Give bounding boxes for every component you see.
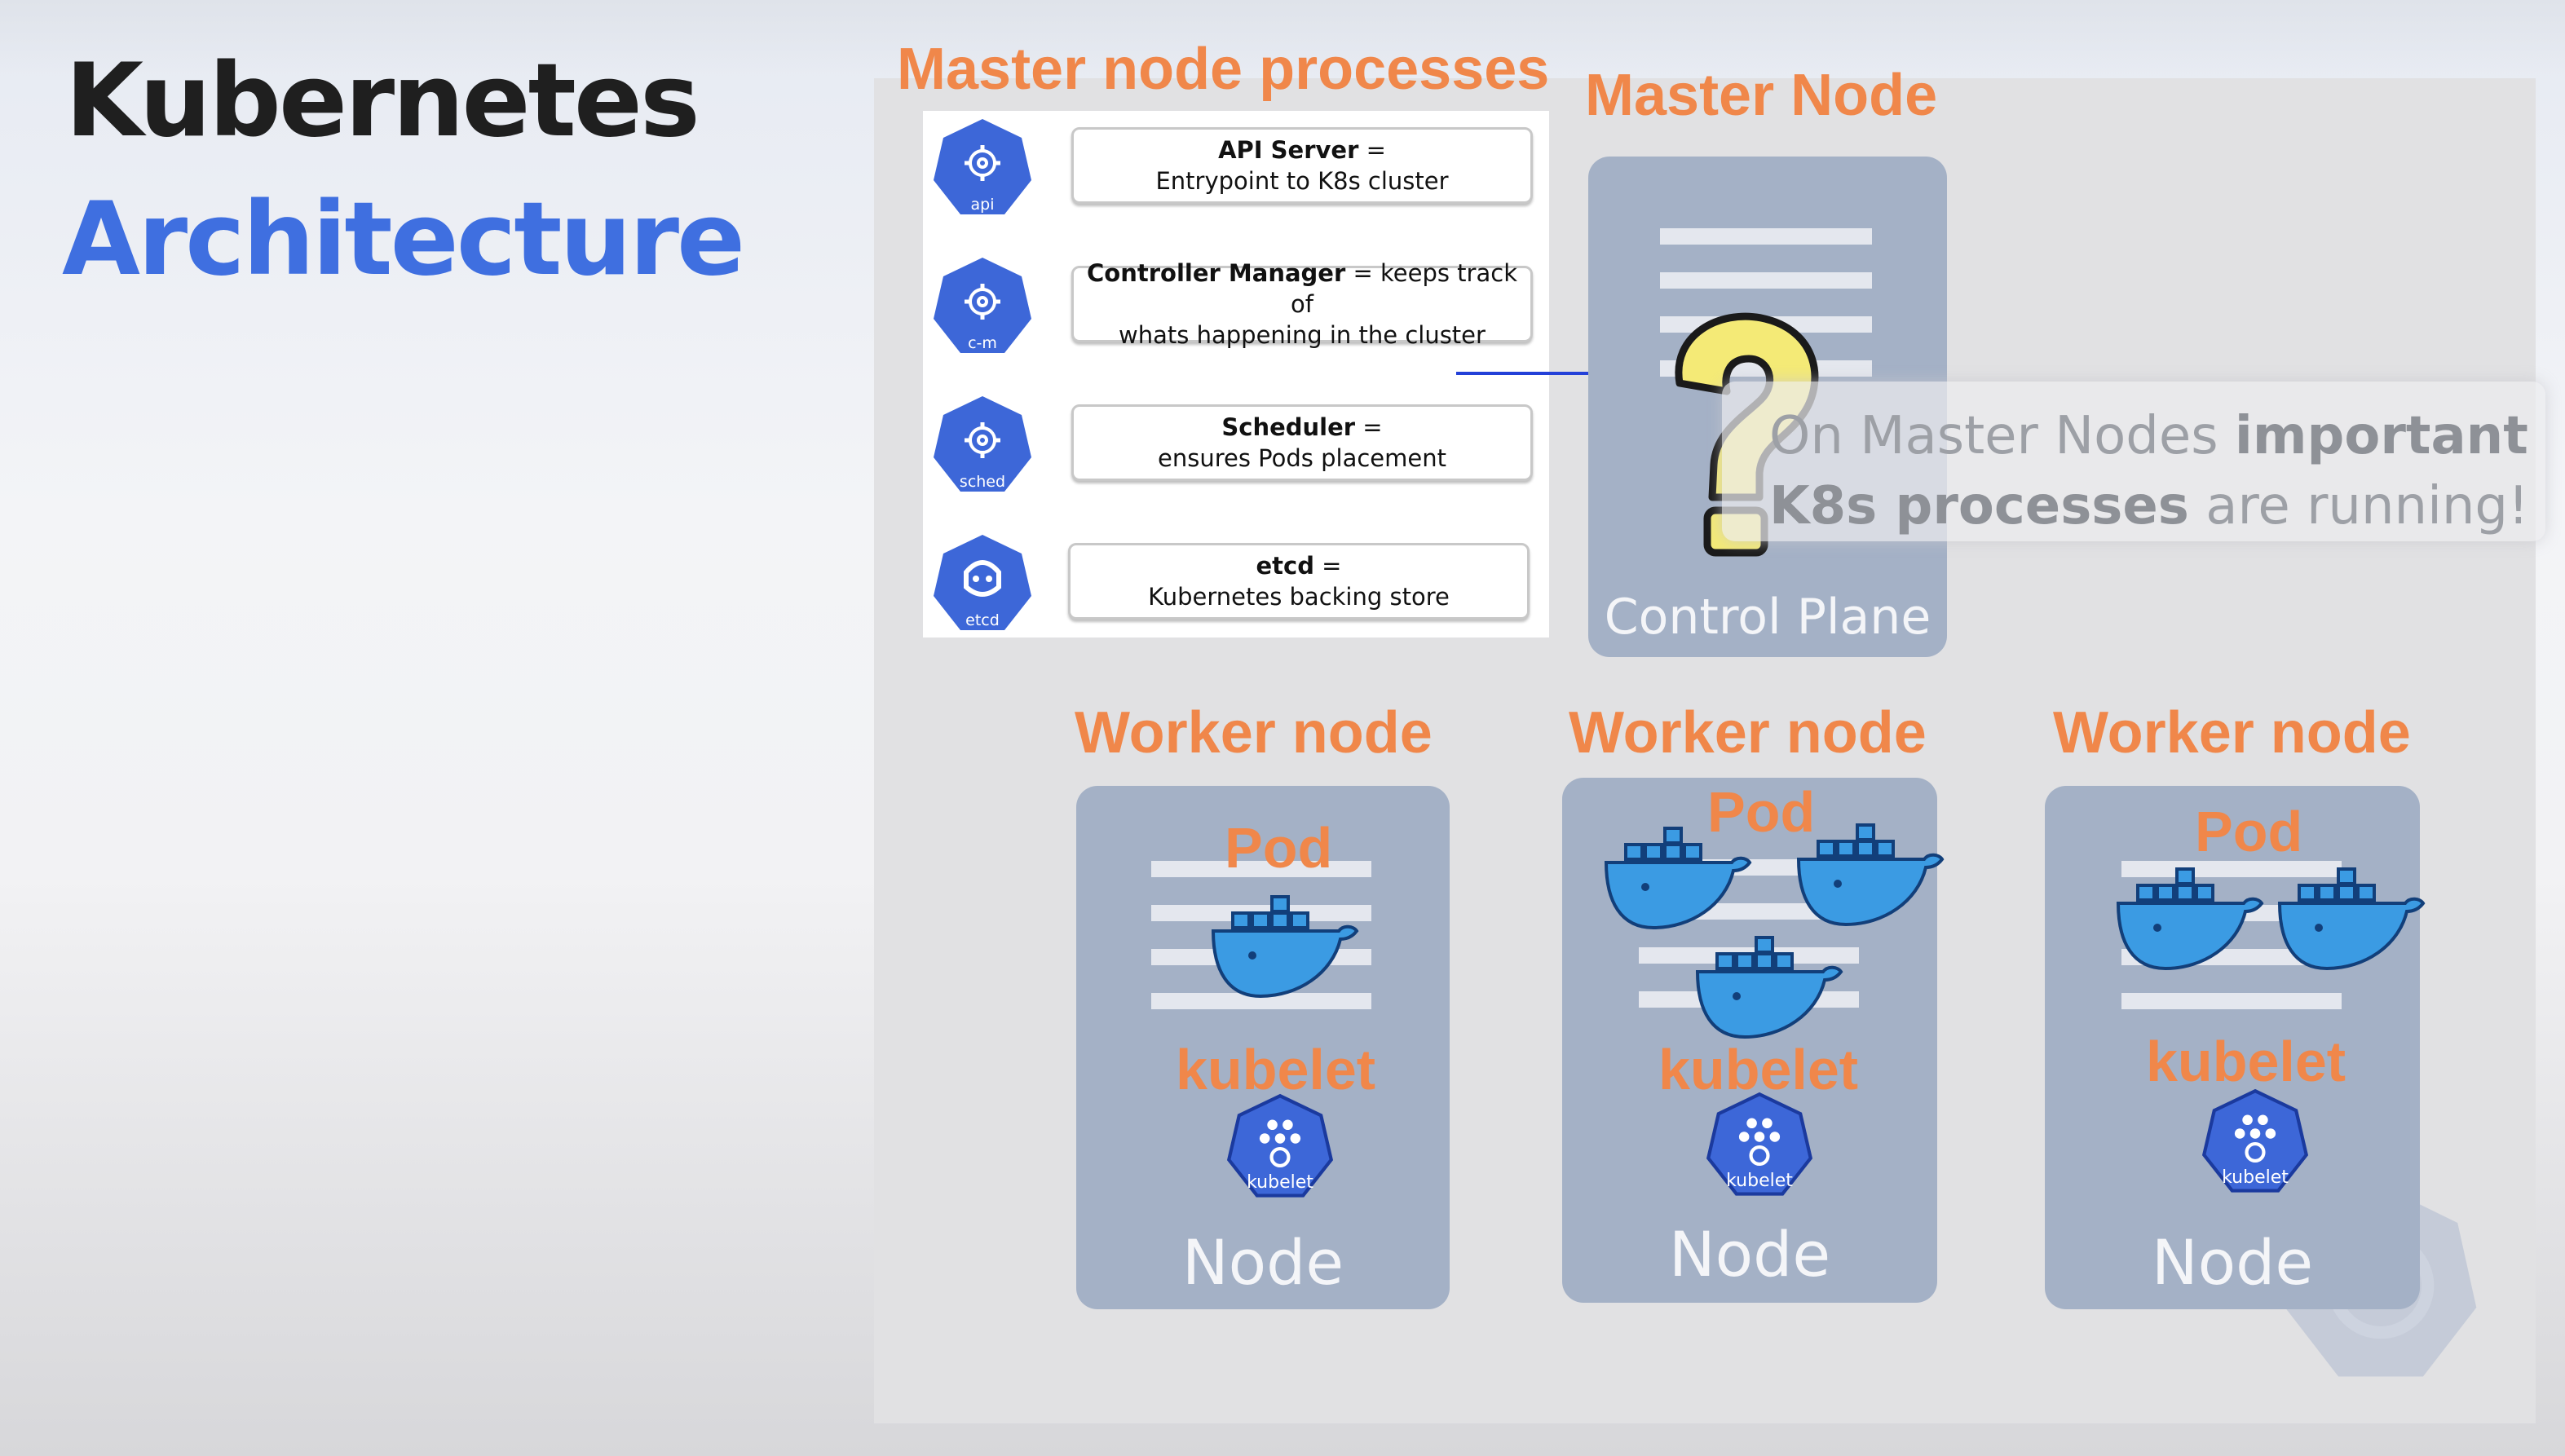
etcd-icon bbox=[934, 535, 1031, 630]
process-row-api-server: api API Server = Entrypoint to K8s clust… bbox=[923, 111, 1549, 225]
scheduler-box: Scheduler = ensures Pods placement bbox=[1071, 404, 1533, 481]
api-icon-label: api bbox=[970, 196, 995, 214]
callout-line1-b: important bbox=[2234, 406, 2528, 466]
kubelet-icon bbox=[1226, 1093, 1334, 1198]
master-processes-heading: Master node processes bbox=[897, 37, 1550, 102]
worker-3-pod-label: Pod bbox=[2195, 800, 2303, 863]
callout-line1-a: On Master Nodes bbox=[1769, 406, 2235, 466]
controller-manager-line1: Controller Manager = keeps track of bbox=[1074, 258, 1530, 320]
doc-line bbox=[1660, 272, 1872, 289]
worker-1-kubelet-label: kubelet bbox=[1176, 1038, 1376, 1101]
callout-line2-b: are running! bbox=[2188, 476, 2529, 536]
process-row-controller-manager: c-m Controller Manager = keeps track of … bbox=[923, 249, 1549, 364]
worker-node-card-3: Node bbox=[2045, 786, 2420, 1309]
doc-line bbox=[1151, 861, 1371, 877]
etcd-desc1: = bbox=[1313, 552, 1342, 580]
docker-container-icon bbox=[1796, 823, 1945, 927]
docker-container-icon bbox=[1604, 827, 1752, 930]
etcd-desc2: Kubernetes backing store bbox=[1148, 583, 1450, 611]
worker-2-pod-label: Pod bbox=[1707, 780, 1816, 844]
doc-line bbox=[2121, 993, 2342, 1009]
scheduler-icon bbox=[934, 396, 1031, 492]
callout-line1: On Master Nodes important bbox=[1769, 401, 2529, 471]
sched-icon-label: sched bbox=[959, 473, 1006, 491]
doc-line bbox=[1151, 993, 1371, 1009]
c-m-icon-label: c-m bbox=[968, 334, 997, 352]
docker-container-icon bbox=[2116, 867, 2264, 971]
master-node-heading: Master Node bbox=[1585, 63, 1938, 128]
etcd-icon-label: etcd bbox=[965, 611, 1000, 629]
callout-line2-a: K8s processes bbox=[1769, 476, 2189, 536]
worker-2-kubelet-label: kubelet bbox=[1658, 1038, 1859, 1101]
api-server-desc2: Entrypoint to K8s cluster bbox=[1155, 167, 1449, 195]
docker-container-icon bbox=[2277, 867, 2426, 971]
api-server-icon bbox=[934, 119, 1031, 214]
top-gradient-bar bbox=[0, 0, 2565, 73]
controller-manager-name: Controller Manager bbox=[1087, 259, 1346, 287]
kubelet-icon-label-3: kubelet bbox=[2222, 1167, 2289, 1188]
page-subtitle: Architecture bbox=[62, 181, 745, 298]
worker-3-kubelet-label: kubelet bbox=[2146, 1030, 2346, 1093]
process-row-etcd: etcd etcd = Kubernetes backing store bbox=[923, 527, 1549, 641]
controller-manager-desc2: whats happening in the cluster bbox=[1119, 321, 1486, 349]
kubelet-icon-label-2: kubelet bbox=[1726, 1171, 1793, 1191]
scheduler-name: Scheduler bbox=[1221, 413, 1356, 441]
worker-node-heading-1: Worker node bbox=[1075, 700, 1433, 766]
kubelet-icon-label-1: kubelet bbox=[1247, 1172, 1313, 1193]
control-plane-label: Control Plane bbox=[1604, 589, 1931, 646]
docker-container-icon bbox=[1695, 936, 1843, 1039]
worker-2-node-label: Node bbox=[1668, 1218, 1831, 1291]
page-title: Kubernetes bbox=[65, 42, 700, 160]
controller-manager-icon bbox=[934, 258, 1031, 353]
worker-node-heading-2: Worker node bbox=[1569, 700, 1927, 766]
etcd-name: etcd bbox=[1256, 552, 1314, 580]
etcd-line1: etcd = bbox=[1256, 550, 1341, 581]
etcd-box: etcd = Kubernetes backing store bbox=[1068, 543, 1530, 620]
scheduler-desc2: ensures Pods placement bbox=[1158, 444, 1446, 472]
doc-line bbox=[1660, 228, 1872, 245]
worker-3-node-label: Node bbox=[2151, 1226, 2314, 1299]
api-server-box: API Server = Entrypoint to K8s cluster bbox=[1071, 127, 1533, 204]
api-server-line1: API Server = bbox=[1218, 135, 1386, 165]
process-row-scheduler: sched Scheduler = ensures Pods placement bbox=[923, 388, 1549, 502]
worker-1-node-label: Node bbox=[1181, 1226, 1344, 1299]
controller-manager-box: Controller Manager = keeps track of what… bbox=[1071, 259, 1533, 349]
master-processes-panel: api API Server = Entrypoint to K8s clust… bbox=[923, 111, 1549, 638]
kubelet-icon bbox=[2201, 1088, 2309, 1193]
callout-box: On Master Nodes important K8s processes … bbox=[1722, 382, 2545, 541]
callout-text: On Master Nodes important K8s processes … bbox=[1769, 401, 2529, 541]
scheduler-desc1: = bbox=[1355, 413, 1383, 441]
api-server-name: API Server bbox=[1218, 136, 1359, 164]
api-server-desc1: = bbox=[1358, 136, 1386, 164]
controller-manager-desc1: = keeps track of bbox=[1291, 259, 1517, 318]
callout-line2: K8s processes are running! bbox=[1769, 471, 2529, 541]
worker-node-heading-3: Worker node bbox=[2053, 700, 2411, 766]
kubelet-icon bbox=[1706, 1092, 1813, 1196]
docker-container-icon bbox=[1211, 895, 1359, 999]
worker-1-pod-label: Pod bbox=[1225, 816, 1333, 880]
scheduler-line1: Scheduler = bbox=[1221, 412, 1382, 443]
